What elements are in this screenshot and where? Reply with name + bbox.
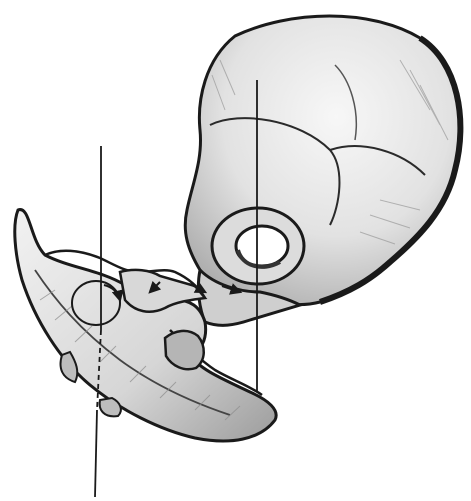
arrow-right-ring-icon bbox=[221, 283, 243, 295]
upper-blade-ridge-2 bbox=[329, 145, 426, 176]
lower-wing-fold bbox=[34, 269, 231, 416]
rotation-arrow-left-icon bbox=[103, 284, 124, 303]
central-bridge bbox=[118, 268, 208, 313]
upper-blade-ridge-1 bbox=[209, 117, 341, 226]
lower-wing-hatching bbox=[39, 289, 241, 421]
rotation-circle-left bbox=[71, 280, 121, 326]
left-axis-bottom bbox=[94, 409, 98, 498]
lower-tip-left bbox=[59, 350, 79, 384]
left-axis-dashed bbox=[96, 329, 102, 411]
upper-blade-ridge-3 bbox=[334, 64, 358, 141]
ring-shadow bbox=[236, 249, 281, 269]
upper-blade-hatching bbox=[211, 59, 449, 245]
arrow-pair-center-icon-2 bbox=[189, 282, 208, 294]
central-block bbox=[163, 329, 205, 371]
arrow-pair-center-icon-1 bbox=[148, 280, 162, 294]
upper-blade-rim bbox=[319, 35, 464, 305]
lower-tip-right bbox=[98, 396, 122, 418]
